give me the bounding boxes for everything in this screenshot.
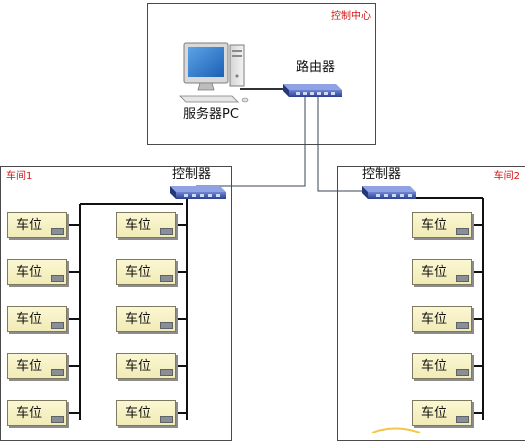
port-connector: [51, 275, 64, 282]
workshop1-label: 车间1: [6, 171, 33, 182]
workshop2-region: 车间2: [337, 166, 525, 441]
port-connector: [160, 369, 173, 376]
station-box: 车位: [412, 259, 472, 285]
router-icon: [283, 84, 342, 97]
station-box: 车位: [412, 353, 472, 379]
port-connector: [160, 275, 173, 282]
station-box: 车位: [116, 306, 176, 332]
station-box: 车位: [116, 353, 176, 379]
port-connector: [160, 228, 173, 235]
port-connector: [51, 369, 64, 376]
station-box: 车位: [7, 353, 67, 379]
station-box: 车位: [412, 212, 472, 238]
workshop1-region: 车间1: [0, 166, 232, 441]
station-box: 车位: [116, 400, 176, 426]
station-box: 车位: [116, 259, 176, 285]
router-controller1-link: [196, 97, 306, 187]
station-box: 车位: [7, 400, 67, 426]
workshop2-label: 车间2: [493, 171, 520, 182]
port-connector: [51, 228, 64, 235]
decorative-arc: [371, 427, 421, 433]
workshop2-bus: [412, 197, 484, 420]
station-box: 车位: [412, 400, 472, 426]
port-connector: [160, 322, 173, 329]
station-box: 车位: [412, 306, 472, 332]
port-connector: [456, 228, 469, 235]
router-label: 路由器: [296, 60, 336, 75]
station-box: 车位: [116, 212, 176, 238]
station-box: 车位: [7, 259, 67, 285]
desktop-pc-icon: [179, 42, 249, 103]
controller-device-icon: [170, 186, 226, 199]
port-connector: [456, 416, 469, 423]
control-center-label: 控制中心: [331, 11, 371, 22]
port-connector: [160, 416, 173, 423]
port-connector: [456, 322, 469, 329]
controller-device-icon: [362, 186, 416, 199]
network-links: [196, 88, 369, 192]
port-connector: [456, 369, 469, 376]
router-controller2-link: [317, 97, 369, 192]
server-label: 服务器PC: [183, 107, 239, 122]
station-box: 车位: [7, 306, 67, 332]
station-box: 车位: [7, 212, 67, 238]
workshop1-bus: [67, 198, 188, 420]
controller2-label: 控制器: [362, 167, 402, 182]
port-connector: [51, 322, 64, 329]
port-connector: [51, 416, 64, 423]
controller1-label: 控制器: [172, 167, 212, 182]
port-connector: [456, 275, 469, 282]
